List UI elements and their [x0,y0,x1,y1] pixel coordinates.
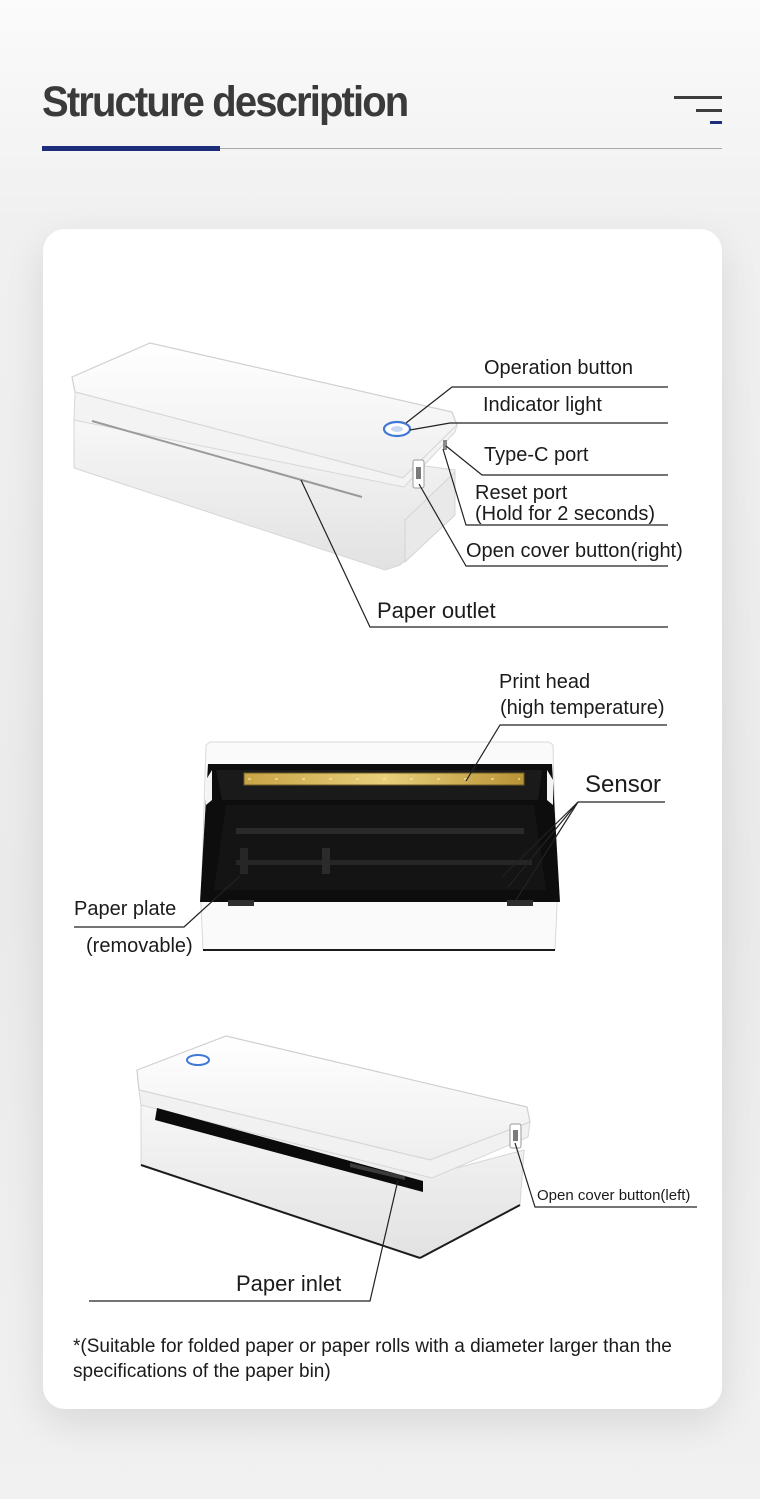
label-open-cover-right: Open cover button(right) [466,540,683,562]
label-operation-button: Operation button [484,357,633,379]
label-paper-plate: Paper plate [74,898,177,920]
label-paper-outlet: Paper outlet [377,598,496,623]
label-indicator-light: Indicator light [483,394,602,416]
label-reset-port-note: (Hold for 2 seconds) [475,503,656,525]
leader-lines-diagram2 [74,724,667,928]
label-reset-port: Reset port [475,482,568,504]
printer-closed-rear [136,1035,531,1259]
label-sensor: Sensor [585,771,662,798]
printer-open [200,741,560,951]
label-paper-plate-note: (removable) [86,935,193,957]
label-open-cover-left: Open cover button(left) [537,1187,691,1204]
leader-lines-diagram3 [89,1142,697,1302]
page-title: Structure description [42,78,409,126]
label-print-head: Print head [499,671,591,693]
menu-lines-icon[interactable] [672,96,722,126]
title-accent-bar [42,146,220,151]
label-print-head-note: (high temperature) [500,697,665,719]
leader-lines-diagram1 [300,386,668,628]
printer-closed-front [71,342,459,571]
label-type-c-port: Type-C port [484,444,589,466]
title-divider [42,148,722,149]
footnote: *(Suitable for folded paper or paper rol… [73,1336,672,1382]
label-paper-inlet: Paper inlet [236,1271,342,1296]
